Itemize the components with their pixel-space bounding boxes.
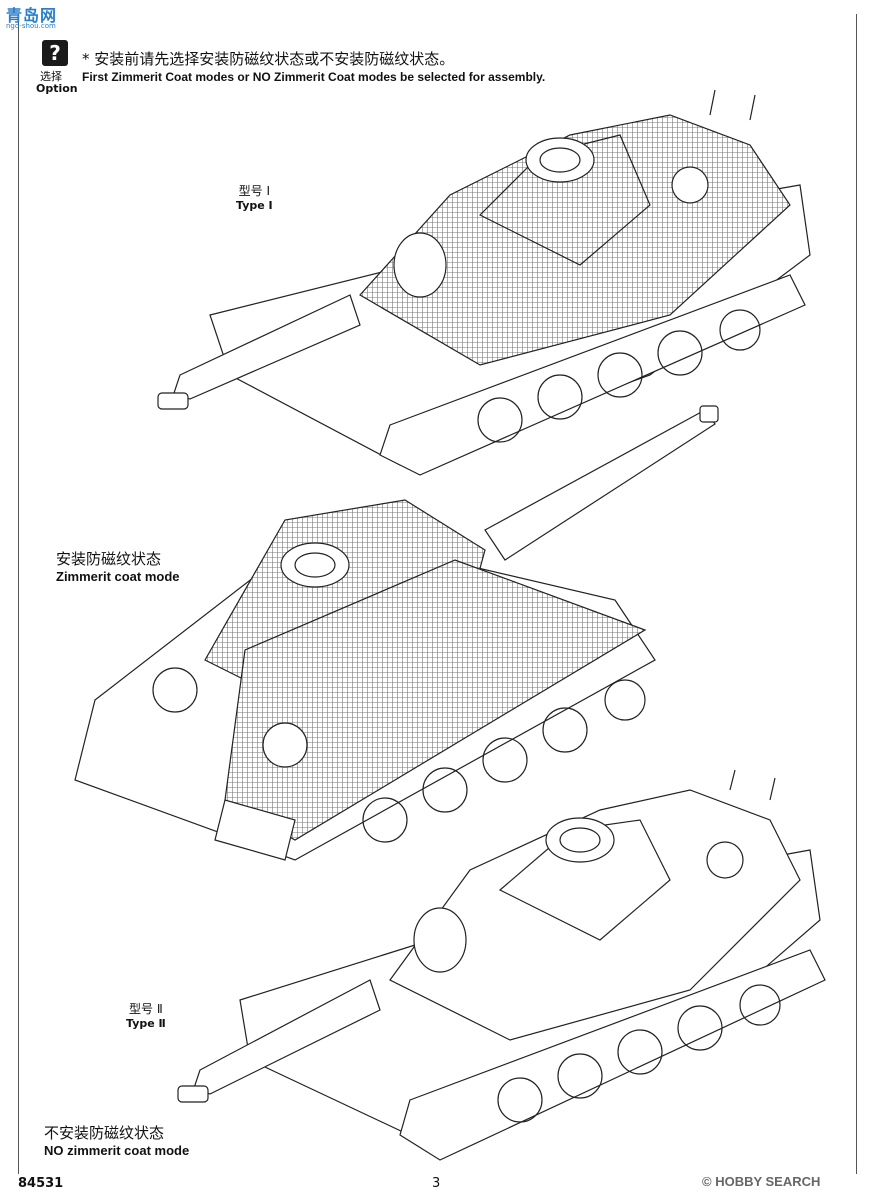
tank-type-2-illustration: [177, 769, 826, 1161]
page-number: 3: [432, 1176, 441, 1191]
zimmerit-mode-label-cn: 安装防磁纹状态: [56, 550, 162, 568]
site-watermark-url: ngo-shou.com: [6, 22, 56, 30]
instruction-note-cn: * 安装前请先选择安装防磁纹状态或不安装防磁纹状态。: [82, 50, 455, 68]
tank-type-2-label-cn: 型号 Ⅱ: [129, 1002, 163, 1016]
tank-zimmerit-rear-illustration: [74, 405, 719, 861]
site-watermark: 青岛网: [6, 6, 58, 25]
source-watermark: © HOBBY SEARCH: [702, 1174, 821, 1189]
zimmerit-mode-label-en: Zimmerit coat mode: [56, 569, 180, 584]
option-label-cn: 选择: [40, 70, 62, 83]
kit-code: 84531: [18, 1176, 64, 1191]
zimmerit-mode-label: 安装防磁纹状态 Zimmerit coat mode: [56, 548, 180, 584]
instruction-note-en: First Zimmerit Coat modes or NO Zimmerit…: [82, 70, 546, 84]
no-zimmerit-mode-label: 不安装防磁纹状态 NO zimmerit coat mode: [44, 1122, 189, 1158]
no-zimmerit-mode-label-cn: 不安装防磁纹状态: [44, 1124, 165, 1142]
tank-type-1-label: 型号 Ⅰ Type Ⅰ: [236, 182, 273, 212]
page-frame: [18, 14, 857, 1174]
tank-type-2-label-en: Type Ⅱ: [126, 1017, 166, 1030]
tank-type-1-label-en: Type Ⅰ: [236, 199, 273, 212]
tank-type-1-label-cn: 型号 Ⅰ: [238, 184, 270, 198]
tank-type-1-illustration: [157, 89, 811, 476]
option-label-en: Option: [36, 82, 78, 95]
question-mark-icon: ?: [42, 40, 68, 66]
no-zimmerit-mode-label-en: NO zimmerit coat mode: [44, 1143, 190, 1158]
tank-type-2-label: 型号 Ⅱ Type Ⅱ: [126, 1000, 166, 1030]
